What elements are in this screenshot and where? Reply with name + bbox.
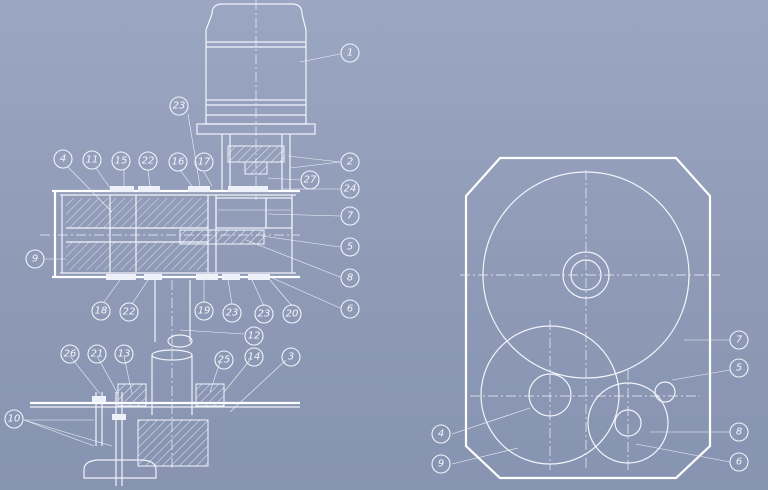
- balloon-20: 20: [286, 309, 299, 320]
- balloon-15: 15: [115, 156, 128, 167]
- balloon-3: 3: [288, 352, 294, 363]
- balloon-23-bottom: 23: [258, 309, 271, 320]
- balloon-25: 25: [218, 355, 231, 366]
- leader-lines: [23, 53, 731, 465]
- balloon-8-right: 8: [736, 427, 742, 438]
- balloon-10: 10: [8, 414, 21, 425]
- balloon-5-right: 5: [736, 363, 742, 374]
- balloon-6-right: 6: [736, 457, 742, 468]
- balloon-9-left: 9: [32, 254, 38, 265]
- balloon-27: 27: [304, 175, 317, 186]
- base-mount: [30, 349, 300, 486]
- balloon-1: 1: [347, 48, 353, 59]
- balloon-14: 14: [248, 352, 261, 363]
- balloon-4-right: 4: [438, 429, 444, 440]
- balloon-8-left: 8: [347, 273, 353, 284]
- balloon-13: 13: [118, 349, 131, 360]
- balloon-6-left: 6: [347, 304, 353, 315]
- balloon-23-top: 23: [173, 101, 186, 112]
- balloon-24: 24: [344, 184, 357, 195]
- balloon-11: 11: [86, 155, 99, 166]
- motor: [196, 0, 316, 140]
- balloon-18: 18: [95, 306, 108, 317]
- balloon-4-left: 4: [60, 154, 66, 165]
- output-shaft: [154, 280, 193, 350]
- balloon-19: 19: [198, 306, 211, 317]
- part-balloons: 1 2 27 24 7 5 8 6 23 16 17 22 15 11 4 9 …: [4, 43, 749, 474]
- balloon-22-bottom: 22: [123, 307, 136, 318]
- balloon-2: 2: [347, 157, 353, 168]
- balloon-23-mid: 23: [226, 308, 239, 319]
- balloon-22-top: 22: [142, 156, 155, 167]
- balloon-21: 21: [91, 349, 104, 360]
- balloon-26: 26: [64, 349, 77, 360]
- balloon-7-left: 7: [347, 211, 354, 222]
- balloon-7-right: 7: [736, 335, 743, 346]
- gear-stack: [40, 195, 300, 273]
- section-view: [30, 0, 316, 486]
- balloon-5-left: 5: [347, 242, 353, 253]
- balloon-16: 16: [172, 157, 185, 168]
- gearbox-housing: [52, 186, 300, 280]
- end-view: [460, 156, 720, 480]
- balloon-9-right: 9: [438, 459, 444, 470]
- balloon-17: 17: [198, 157, 211, 168]
- balloon-12: 12: [248, 331, 261, 342]
